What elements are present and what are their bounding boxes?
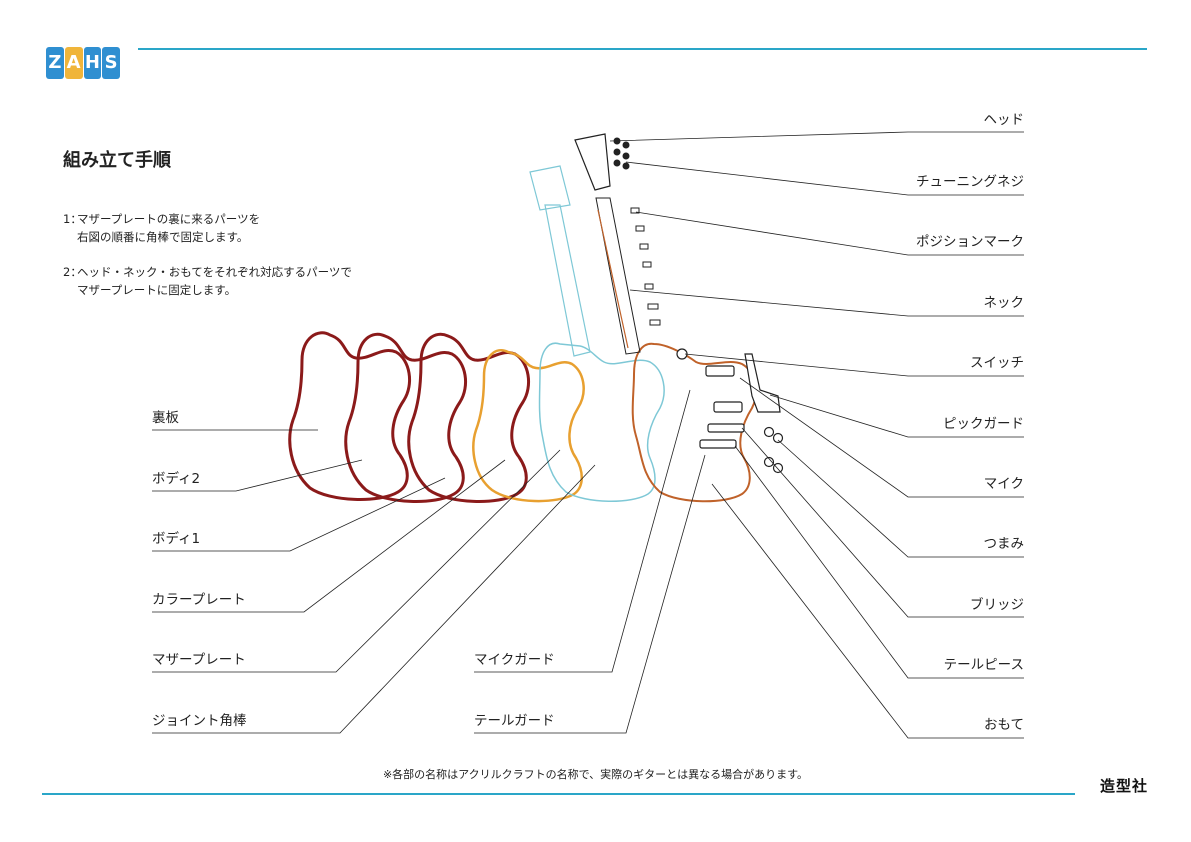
label-tuning-peg: チューニングネジ — [916, 174, 1024, 190]
head-piece — [574, 133, 611, 191]
label-switch: スイッチ — [970, 355, 1024, 371]
step-1: 1：マザープレートの裏に来るパーツを 右図の順番に角棒で固定します。 — [63, 210, 260, 246]
tuning-peg-5 — [613, 159, 621, 167]
leader-pickguard — [769, 394, 1024, 438]
position-mark-4 — [642, 261, 652, 268]
leader-mother-plate — [152, 449, 561, 673]
knob-3 — [763, 456, 775, 468]
label-neck: ネック — [983, 295, 1025, 311]
footnote: ※各部の名称はアクリルクラフトの名称で、実際のギターとは異なる場合があります。 — [382, 768, 809, 781]
label-joint-bar: ジョイント角棒 — [152, 713, 247, 729]
leader-bridge — [741, 427, 1024, 618]
leader-tuning-peg — [625, 161, 1024, 196]
step-2-line-1: ヘッド・ネック・おもてをそれぞれ対応するパーツで — [77, 265, 352, 279]
tuning-peg-3 — [613, 148, 621, 156]
label-pickup: マイク — [983, 476, 1024, 492]
mother-plate-shape — [538, 342, 665, 502]
tuning-peg-6 — [622, 162, 630, 170]
label-pickup-guard: マイクガード — [474, 652, 555, 668]
leader-body-1 — [152, 477, 446, 552]
knob-4 — [772, 462, 784, 474]
page-title: 組み立て手順 — [63, 150, 171, 171]
label-front-plate: おもて — [984, 717, 1024, 733]
pickup-neck — [705, 365, 735, 377]
logo-letter-a: A — [64, 47, 83, 79]
pickup-bridge — [713, 401, 743, 413]
leader-position-mark — [635, 211, 1024, 256]
front-plate-shape — [631, 342, 758, 503]
label-position-mark: ポジションマーク — [916, 234, 1024, 250]
logo-letter-z: Z — [46, 47, 64, 79]
top-divider — [138, 48, 1147, 50]
label-knob: つまみ — [983, 536, 1025, 552]
neck-piece — [595, 197, 641, 355]
label-color-plate: カラープレート — [152, 592, 246, 608]
position-mark-7 — [649, 319, 661, 326]
label-tail-guard: テールガード — [474, 713, 555, 729]
position-mark-3 — [639, 243, 649, 250]
step-2: 2：ヘッド・ネック・おもてをそれぞれ対応するパーツで マザープレートに固定します… — [63, 263, 352, 299]
label-body-1: ボディ1 — [152, 531, 201, 547]
body-2-shape — [344, 332, 468, 503]
label-bridge: ブリッジ — [970, 597, 1024, 613]
logo-letter-h: H — [83, 47, 102, 79]
leader-knob — [777, 439, 1024, 558]
publisher-logo: 造型社 — [1100, 777, 1149, 795]
neck-fret-stripe — [597, 209, 629, 349]
tailpiece-piece — [699, 439, 737, 449]
step-1-line-1: マザープレートの裏に来るパーツを — [77, 212, 261, 226]
position-mark-2 — [635, 225, 645, 232]
leader-front-plate — [711, 483, 1024, 739]
leader-joint-bar — [152, 464, 596, 734]
knob-1 — [763, 426, 775, 438]
body-1-shape — [407, 332, 531, 503]
label-tailpiece: テールピース — [943, 657, 1024, 673]
tuning-peg-4 — [622, 152, 630, 160]
leader-tail-guard — [474, 454, 706, 734]
leader-switch — [684, 353, 1024, 377]
knob-2 — [772, 432, 784, 444]
leader-color-plate — [152, 459, 506, 613]
leader-tailpiece — [734, 445, 1024, 679]
leader-neck — [629, 289, 1024, 317]
mother-plate-neck — [544, 204, 591, 357]
label-body-2: ボディ2 — [152, 471, 201, 487]
leader-pickup-guard — [474, 389, 691, 673]
bridge-piece — [707, 423, 745, 433]
logo: Z A H S — [46, 47, 120, 79]
step-2-line-2: マザープレートに固定します。 — [77, 283, 237, 297]
logo-letter-s: S — [102, 47, 120, 79]
leader-head — [609, 131, 1024, 142]
label-pickguard: ピックガード — [943, 416, 1024, 432]
label-mother-plate: マザープレート — [152, 652, 246, 668]
color-plate-shape — [472, 349, 585, 503]
position-mark-1 — [630, 207, 640, 214]
step-1-line-2: 右図の順番に角棒で固定します。 — [77, 230, 249, 244]
leader-body-2 — [152, 459, 363, 492]
pickguard-piece — [744, 353, 781, 413]
bottom-divider — [42, 793, 1075, 795]
position-mark-6 — [647, 303, 659, 310]
leader-pickup — [739, 377, 1024, 498]
back-plate-shape — [288, 331, 412, 501]
tuning-peg-2 — [622, 141, 630, 149]
mother-plate-headstock — [529, 165, 571, 211]
label-back-plate: 裏板 — [152, 410, 179, 426]
position-mark-5 — [644, 283, 654, 290]
label-head: ヘッド — [983, 112, 1025, 128]
